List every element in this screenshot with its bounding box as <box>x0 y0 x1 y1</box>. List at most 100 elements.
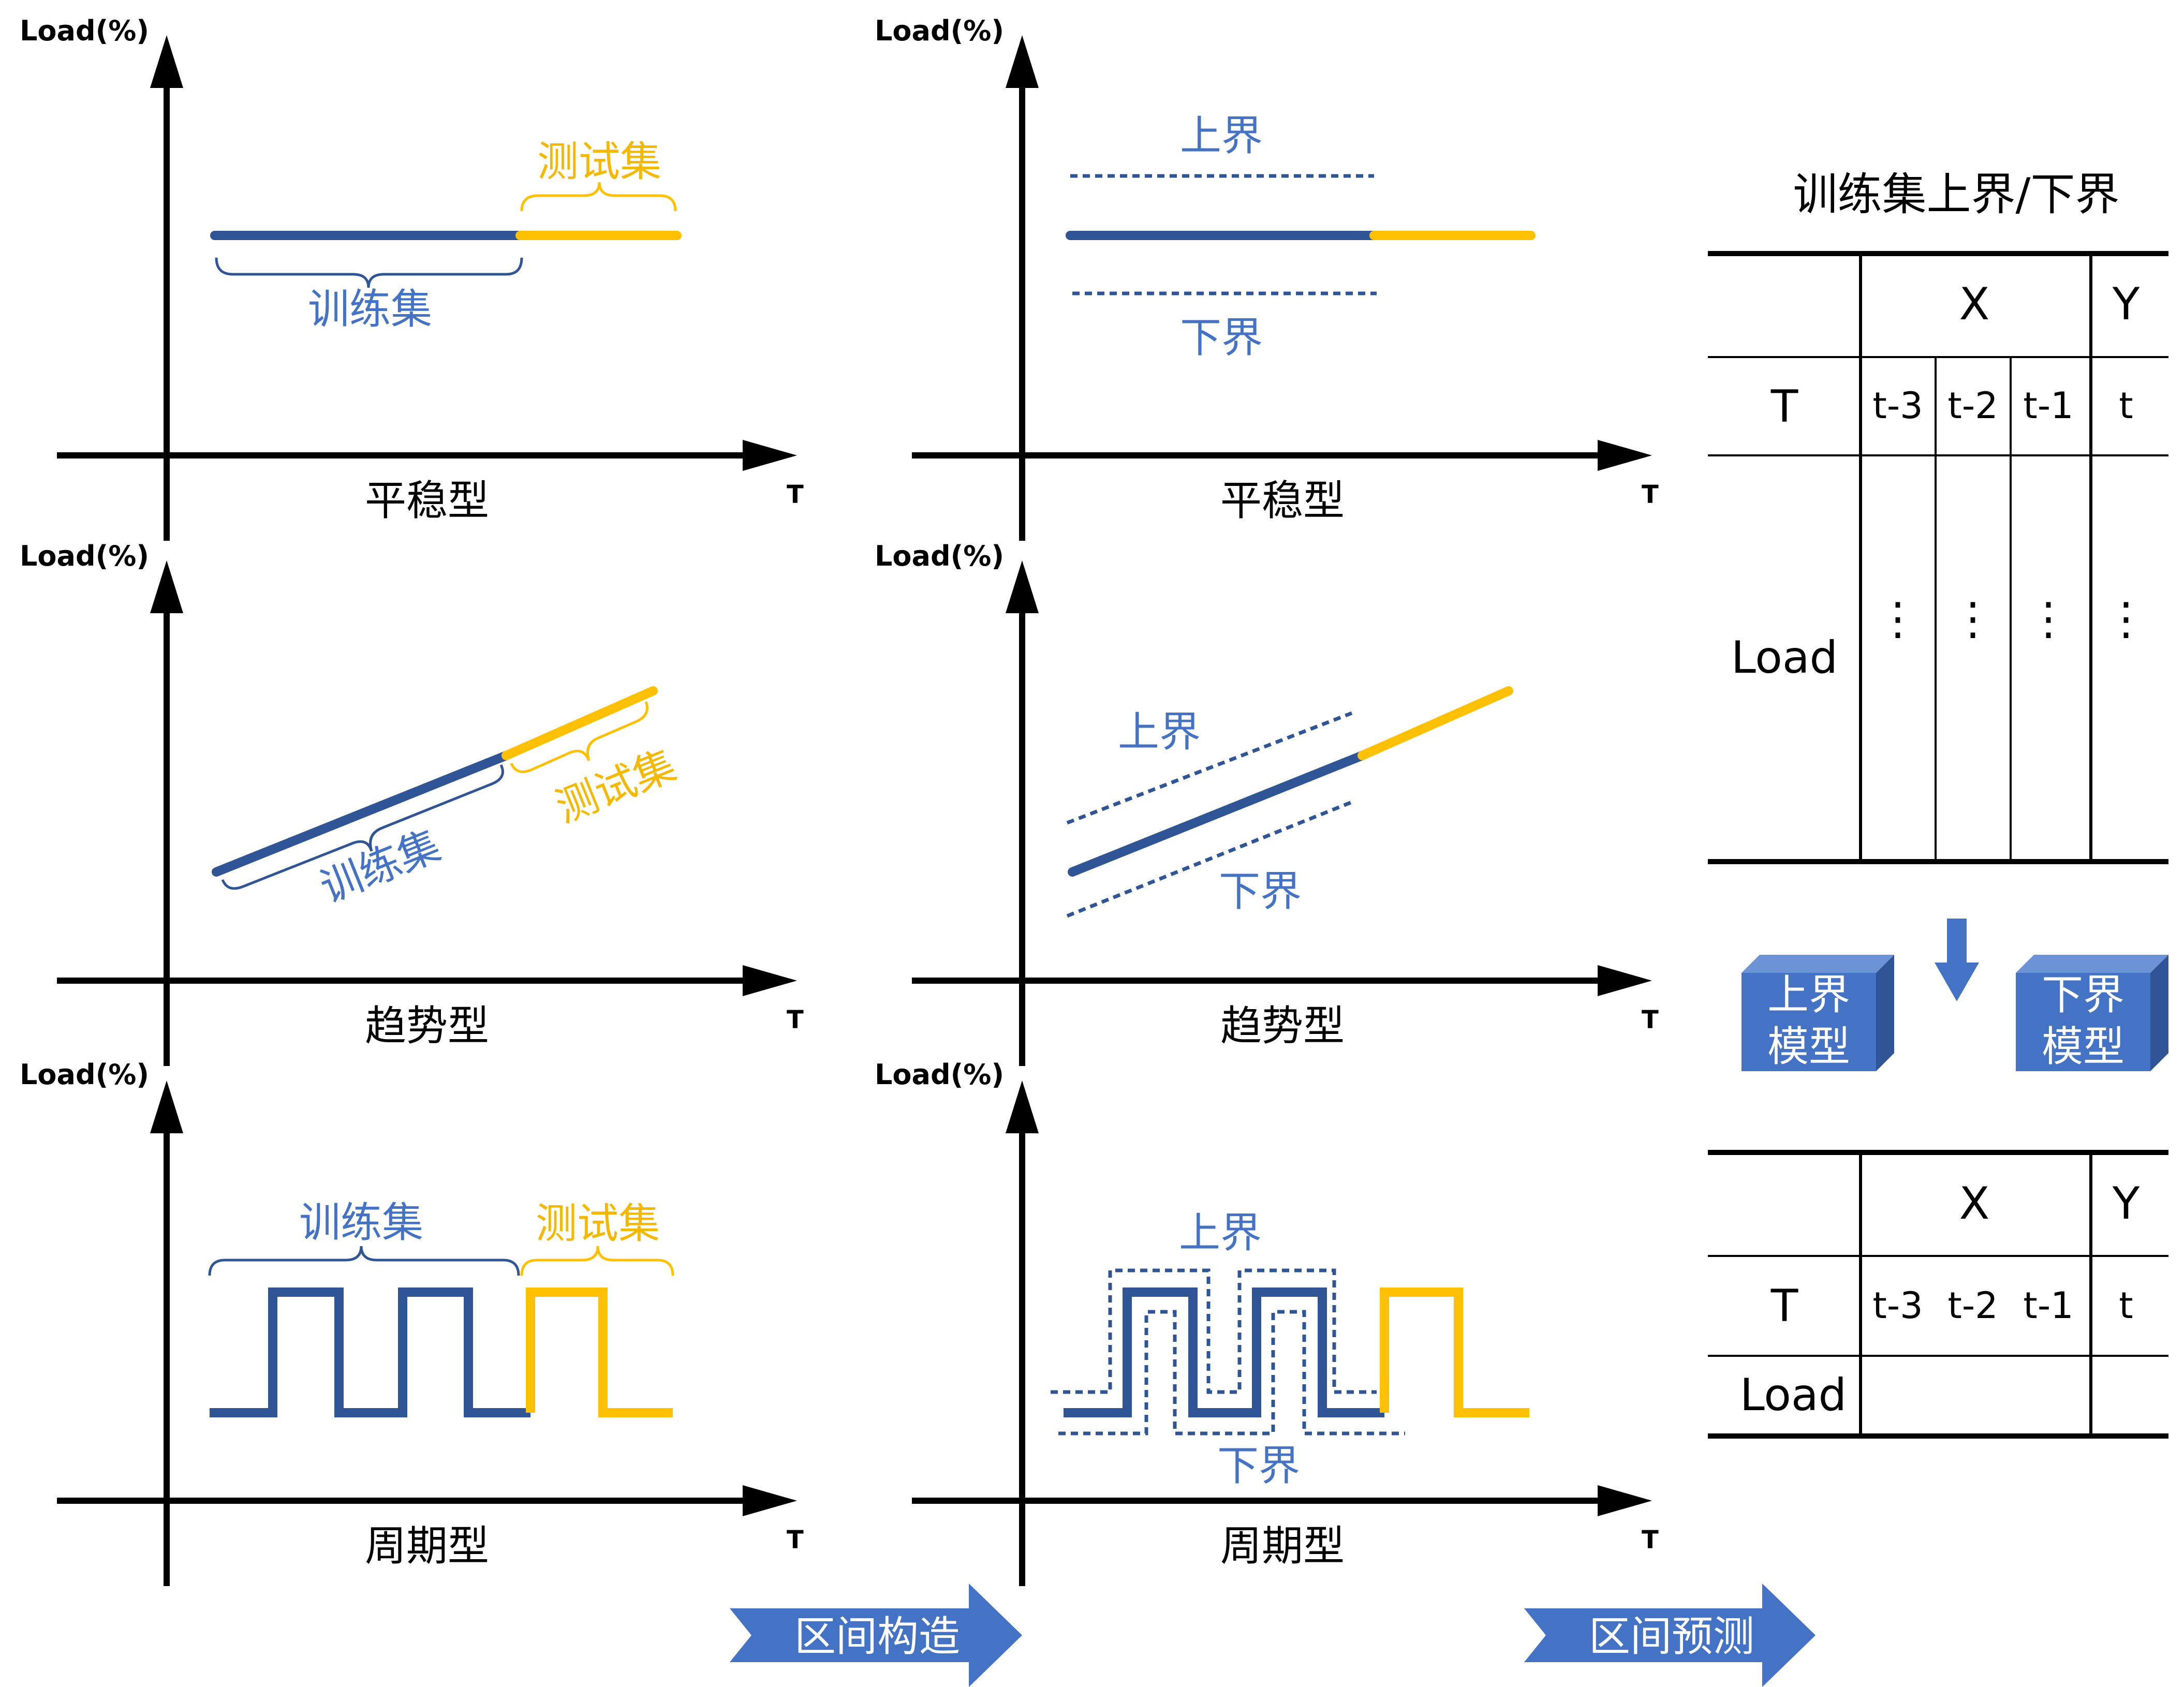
cube-side <box>1876 955 1894 1071</box>
lower-model-line2: 模型 <box>2042 1023 2124 1071</box>
y-axis-label: Load(%) <box>20 14 149 47</box>
y-axis-label: Load(%) <box>875 540 1004 572</box>
test-series-line <box>1357 686 1513 760</box>
down-arrow-head <box>1935 963 1979 1001</box>
interval-predict-label: 区间预测 <box>1589 1612 1754 1661</box>
table-bottom: X Y T Load t-3 t-2 t-1 t <box>1708 1150 2168 1439</box>
test-series-line <box>526 1288 673 1417</box>
row-load-header: Load <box>1731 632 1838 684</box>
cube-top <box>2016 955 2168 973</box>
y-axis-arrowhead <box>1006 1081 1039 1133</box>
panel-periodic-split: Load(%) T 周期型 训练集 测试集 <box>20 1058 804 1586</box>
type-label-stable: 平稳型 <box>365 477 489 525</box>
x-axis-label: T <box>1642 1526 1659 1555</box>
x-axis-arrowhead <box>743 965 797 996</box>
x-axis-label: T <box>787 1005 804 1034</box>
row-t-header: T <box>1770 381 1798 433</box>
train-series-line <box>212 751 511 877</box>
x-axis-label: T <box>787 1526 804 1555</box>
lower-model-line1: 下界 <box>2042 971 2124 1019</box>
col-y-header: Y <box>2112 1178 2140 1230</box>
test-series-line <box>501 686 658 760</box>
ellipsis-cell: ⋮ <box>1951 593 1995 645</box>
panel-stable-bounds: Load(%) T 平稳型 上界 下界 <box>875 14 1659 541</box>
t-value: t-3 <box>1872 384 1923 427</box>
x-axis-arrowhead <box>1598 965 1652 996</box>
test-label: 测试集 <box>536 1200 660 1248</box>
upper-bound-label: 上界 <box>1118 708 1201 756</box>
col-x-header: X <box>1959 1178 1990 1230</box>
upper-model-line1: 上界 <box>1767 971 1850 1019</box>
cube-front <box>2016 973 2150 1071</box>
row-load-header: Load <box>1740 1369 1847 1421</box>
cube-side <box>2150 955 2168 1071</box>
lower-bound-label: 下界 <box>1180 314 1263 362</box>
test-brace <box>520 182 677 212</box>
chevron-arrow <box>730 1584 1022 1687</box>
train-series-line <box>1064 1288 1384 1417</box>
train-brace <box>208 1246 520 1276</box>
lower-model-cube: 下界 模型 <box>2016 955 2168 1071</box>
ellipsis-cell: ⋮ <box>2104 593 2148 645</box>
upper-model-cube: 上界 模型 <box>1742 955 1894 1071</box>
row-t-header: T <box>1770 1280 1798 1332</box>
train-label: 训练集 <box>299 1198 423 1247</box>
col-y-header: Y <box>2112 278 2140 330</box>
x-axis-arrowhead <box>743 1485 797 1516</box>
type-label-periodic: 周期型 <box>365 1522 489 1570</box>
train-brace <box>215 257 523 288</box>
panel-stable-split: Load(%) T 平稳型 训练集 测试集 <box>20 14 804 541</box>
t-value: t-2 <box>1947 1284 1998 1327</box>
interval-predict-arrow: 区间预测 <box>1524 1584 1816 1687</box>
train-brace <box>221 764 504 890</box>
test-brace <box>510 701 648 773</box>
panel-periodic-bounds: Load(%) T 周期型 上界 下界 <box>875 1058 1659 1586</box>
lower-bound-line <box>1058 1310 1405 1436</box>
ellipsis-cell: ⋮ <box>1876 593 1920 645</box>
train-label: 训练集 <box>314 821 447 912</box>
t-value: t-1 <box>2023 384 2073 427</box>
type-label-stable: 平稳型 <box>1220 477 1345 525</box>
lower-bound-label: 下界 <box>1217 1442 1300 1490</box>
panel-trend-split: Load(%) T 趋势型 训练集 测试集 <box>20 540 804 1066</box>
train-label: 训练集 <box>308 285 432 333</box>
x-axis-arrowhead <box>1598 1485 1652 1516</box>
t-value: t <box>2119 1284 2133 1327</box>
y-axis-arrowhead <box>150 560 183 613</box>
ellipsis-cell: ⋮ <box>2026 593 2071 645</box>
train-series-line <box>1068 751 1367 877</box>
type-label-trend: 趋势型 <box>1220 1002 1345 1050</box>
table-title: 训练集上界/下界 <box>1793 169 2120 220</box>
upper-bound-line <box>1051 1268 1377 1394</box>
y-axis-label: Load(%) <box>20 1058 149 1091</box>
upper-bound-line <box>1066 711 1353 825</box>
y-axis-label: Load(%) <box>20 540 149 572</box>
x-axis-arrowhead <box>743 440 797 471</box>
upper-bound-label: 上界 <box>1179 1209 1262 1257</box>
upper-bound-label: 上界 <box>1180 112 1263 160</box>
y-axis-label: Load(%) <box>875 1058 1004 1091</box>
chevron-arrow <box>1524 1584 1816 1687</box>
lower-bound-label: 下界 <box>1219 867 1302 915</box>
table-top: 训练集上界/下界 X Y T Load t-3 t-2 t-1 t ⋮ ⋮ ⋮ … <box>1708 169 2168 864</box>
panel-trend-bounds: Load(%) T 趋势型 上界 下界 <box>875 540 1659 1066</box>
interval-construct-arrow: 区间构造 <box>730 1584 1022 1687</box>
y-axis-label: Load(%) <box>875 14 1004 47</box>
x-axis-label: T <box>787 480 804 509</box>
y-axis-arrowhead <box>1006 35 1039 88</box>
x-axis-label: T <box>1642 480 1659 509</box>
cube-front <box>1742 973 1876 1071</box>
t-value: t-2 <box>1947 384 1998 427</box>
x-axis-arrowhead <box>1598 440 1652 471</box>
interval-construct-label: 区间构造 <box>794 1612 960 1661</box>
lower-bound-line <box>1066 800 1353 918</box>
test-brace <box>520 1246 674 1276</box>
test-label: 测试集 <box>537 138 661 186</box>
upper-model-line2: 模型 <box>1767 1023 1850 1071</box>
t-value: t-1 <box>2023 1284 2073 1327</box>
cube-top <box>1742 955 1894 973</box>
type-label-periodic: 周期型 <box>1220 1522 1345 1570</box>
train-series-line <box>210 1288 530 1417</box>
x-axis-label: T <box>1642 1005 1659 1034</box>
